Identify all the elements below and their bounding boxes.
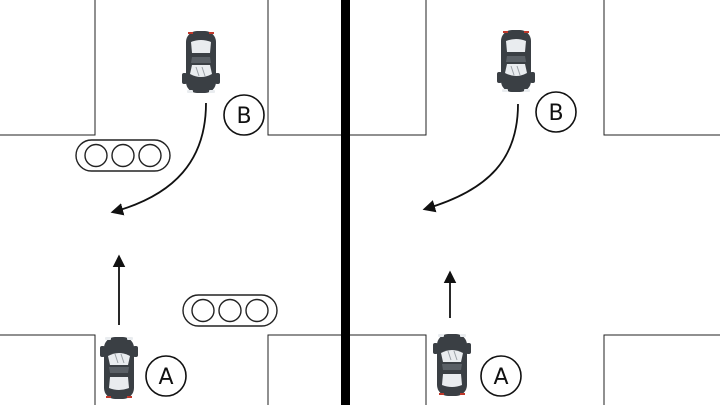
svg-text:A: A	[493, 365, 508, 390]
vehicle-b-label: B	[223, 94, 265, 136]
svg-text:B: B	[548, 101, 563, 126]
svg-text:A: A	[158, 365, 173, 390]
turn-arrow-b	[422, 103, 519, 213]
right-panel: B A	[350, 0, 720, 405]
car-topview-icon	[99, 336, 139, 400]
car-topview-icon	[496, 29, 536, 93]
traffic-light-icon	[182, 294, 278, 327]
car-topview-icon	[432, 333, 472, 397]
turn-arrow-b	[110, 102, 207, 216]
vehicle-b-label: B	[535, 91, 577, 133]
vehicle-a-label: A	[145, 355, 187, 397]
car-topview-icon	[181, 30, 221, 94]
road-edges-right	[350, 0, 720, 405]
traffic-light-icon	[75, 139, 171, 172]
panel-divider	[341, 0, 350, 405]
left-panel: B A	[0, 0, 345, 405]
road-edges-left	[0, 0, 345, 405]
vehicle-a-label: A	[480, 355, 522, 397]
svg-text:B: B	[236, 104, 251, 129]
